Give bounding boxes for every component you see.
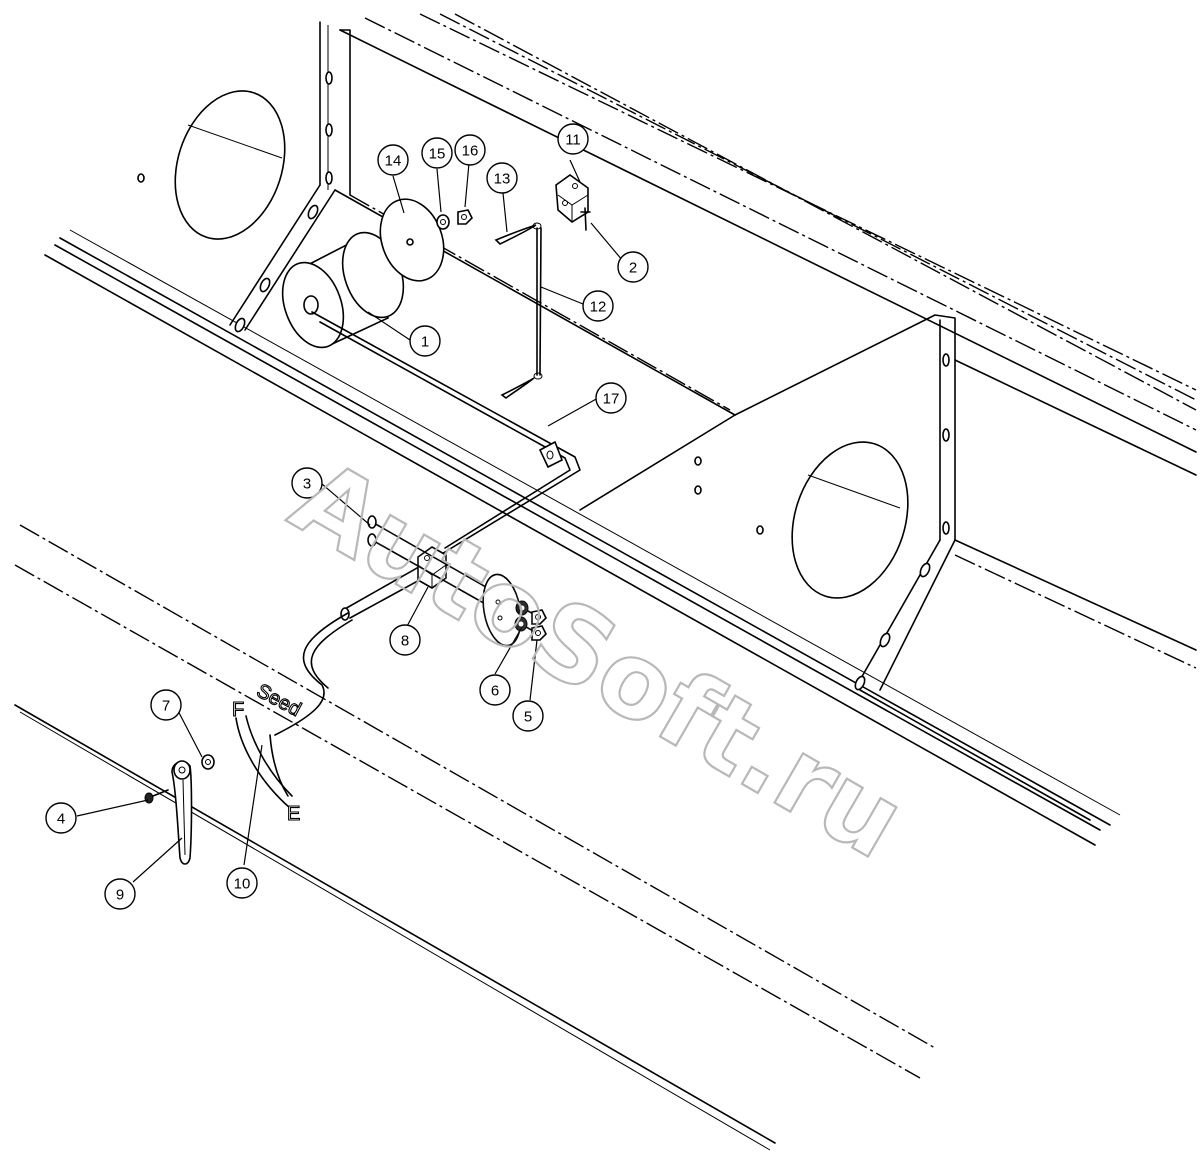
callout-11: 11 — [557, 123, 589, 155]
callout-5: 5 — [512, 700, 544, 732]
callout-14: 14 — [377, 144, 409, 176]
disc-washer-nut — [379, 198, 473, 282]
svg-text:5: 5 — [524, 709, 532, 726]
svg-text:13: 13 — [494, 171, 511, 188]
leader-lines — [76, 159, 629, 883]
svg-text:1: 1 — [421, 334, 429, 351]
svg-text:9: 9 — [116, 887, 124, 904]
callouts: 1 2 3 4 5 6 7 8 9 10 11 12 13 14 15 16 1… — [45, 123, 649, 910]
svg-text:10: 10 — [234, 876, 251, 893]
svg-text:8: 8 — [401, 633, 409, 650]
svg-text:2: 2 — [629, 260, 637, 277]
callout-12: 12 — [582, 290, 614, 322]
callout-1: 1 — [409, 325, 441, 357]
mounting-slots — [137, 71, 950, 691]
callout-8: 8 — [389, 624, 421, 656]
callout-2: 2 — [617, 251, 649, 283]
hopper-frame — [14, 13, 1197, 1151]
svg-text:7: 7 — [162, 698, 170, 715]
callout-10: 10 — [226, 867, 258, 899]
callout-15: 15 — [421, 137, 453, 169]
callout-9: 9 — [104, 878, 136, 910]
callout-6: 6 — [479, 674, 511, 706]
svg-text:4: 4 — [57, 811, 65, 828]
lever-assembly — [144, 754, 215, 865]
bracket-rod-assembly — [494, 174, 591, 399]
svg-text:14: 14 — [385, 153, 402, 170]
callout-16: 16 — [454, 134, 486, 166]
seed-level-decal: F Seed E — [231, 679, 305, 825]
svg-text:15: 15 — [429, 146, 446, 163]
svg-text:6: 6 — [491, 683, 499, 700]
svg-text:11: 11 — [565, 132, 581, 149]
callout-3: 3 — [291, 467, 323, 499]
callout-7: 7 — [150, 689, 182, 721]
decal-full-mark: F — [232, 699, 244, 721]
decal-empty-mark: E — [287, 803, 300, 825]
callout-4: 4 — [45, 802, 77, 834]
callout-13: 13 — [486, 162, 518, 194]
svg-text:16: 16 — [462, 143, 479, 160]
studs-washers-nuts — [367, 515, 547, 647]
svg-text:3: 3 — [303, 476, 311, 493]
access-holes — [174, 90, 909, 599]
callout-17: 17 — [595, 382, 627, 414]
svg-text:17: 17 — [603, 391, 620, 408]
svg-text:12: 12 — [590, 299, 607, 316]
